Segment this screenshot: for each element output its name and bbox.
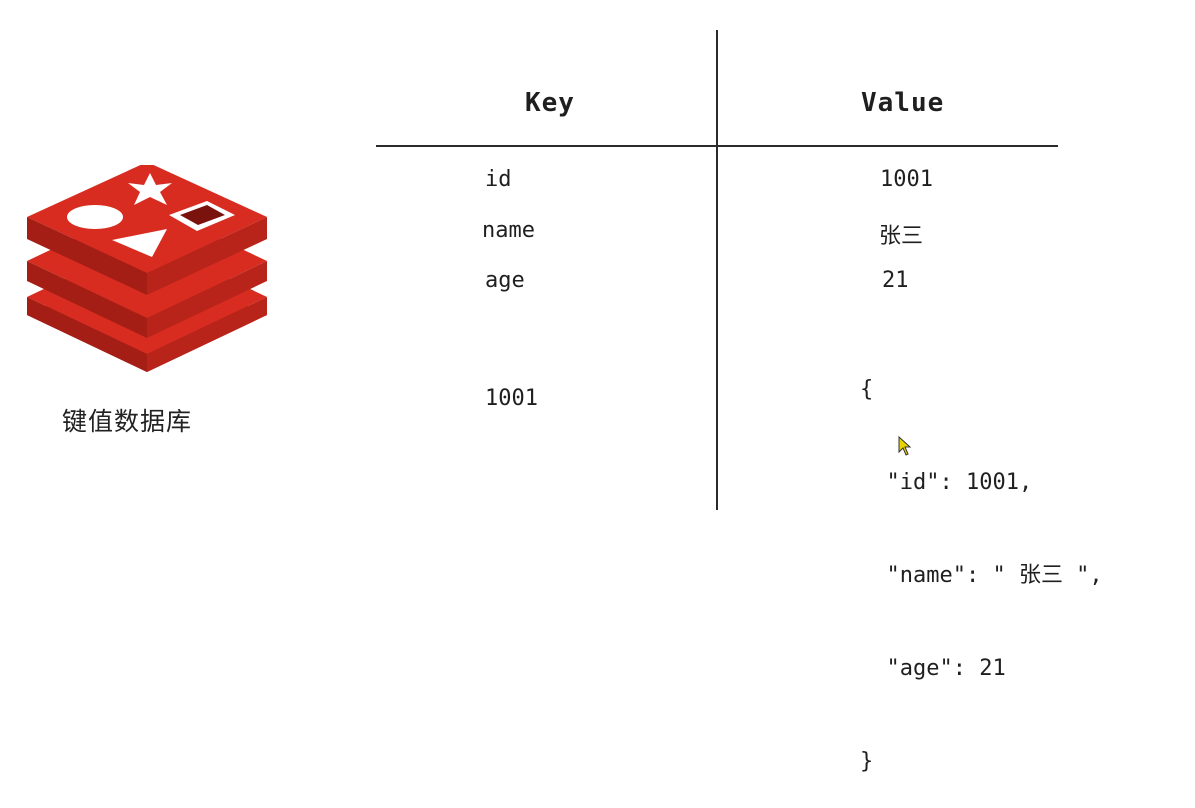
- row-name-value: 张三: [879, 224, 924, 249]
- json-line-id: "id": 1001,: [860, 470, 1033, 495]
- row-1001-json-value: { "id": 1001, "name": " 张三 ", "age": 21 …: [860, 312, 1103, 808]
- table-divider-vertical: [716, 30, 718, 510]
- json-line-name: "name": " 张三 ",: [860, 563, 1103, 588]
- row-id-value: 1001: [880, 167, 933, 192]
- caption-key-value-database: 键值数据库: [62, 407, 193, 436]
- header-key: Key: [525, 88, 575, 118]
- row-name-key: name: [482, 218, 535, 243]
- table-divider-horizontal: [376, 145, 1058, 147]
- json-line-age: "age": 21: [860, 656, 1006, 681]
- redis-logo-icon: [22, 162, 272, 380]
- json-open-brace: {: [860, 377, 874, 402]
- row-age-key: age: [485, 268, 525, 293]
- header-value: Value: [861, 88, 945, 118]
- row-age-value: 21: [882, 268, 909, 293]
- mouse-cursor-icon: [898, 435, 912, 460]
- row-1001-key: 1001: [485, 386, 538, 411]
- json-close-brace: }: [860, 749, 874, 774]
- row-id-key: id: [485, 167, 512, 192]
